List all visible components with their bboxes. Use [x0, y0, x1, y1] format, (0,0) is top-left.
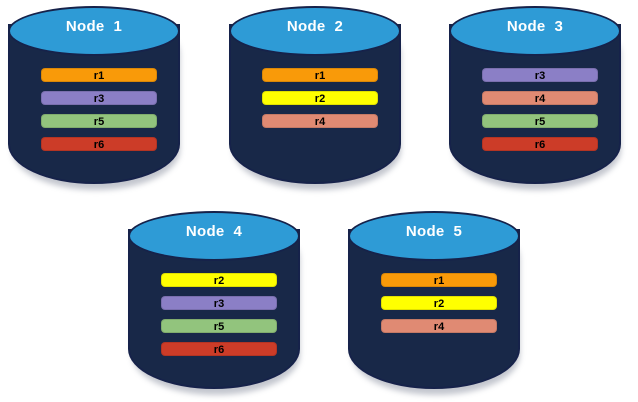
replica-bar-r1[interactable]: r1	[381, 273, 497, 287]
replica-list: r3 r4 r5 r6	[482, 68, 598, 151]
replica-bar-r3[interactable]: r3	[482, 68, 598, 82]
replica-list: r2 r3 r5 r6	[161, 273, 277, 356]
cylinder-top-ellipse	[8, 6, 180, 56]
cylinder-top-ellipse	[348, 211, 520, 261]
replica-bar-r1[interactable]: r1	[41, 68, 157, 82]
database-node-5[interactable]: Node 5 r1 r2 r4	[348, 211, 520, 395]
replica-bar-r4[interactable]: r4	[482, 91, 598, 105]
replica-bar-r6[interactable]: r6	[482, 137, 598, 151]
node-label: Node 3	[506, 18, 564, 35]
database-node-2[interactable]: Node 2 r1 r2 r4	[229, 6, 401, 190]
replica-list: r1 r2 r4	[381, 273, 497, 333]
database-node-3[interactable]: Node 3 r3 r4 r5 r6	[449, 6, 621, 190]
replica-bar-r2[interactable]: r2	[161, 273, 277, 287]
replica-bar-r3[interactable]: r3	[41, 91, 157, 105]
database-node-1[interactable]: Node 1 r1 r3 r5 r6	[8, 6, 180, 190]
cylinder-top-ellipse	[449, 6, 621, 56]
replica-bar-r1[interactable]: r1	[262, 68, 378, 82]
replica-bar-r4[interactable]: r4	[262, 114, 378, 128]
replica-bar-r2[interactable]: r2	[262, 91, 378, 105]
replica-list: r1 r3 r5 r6	[41, 68, 157, 151]
database-node-4[interactable]: Node 4 r2 r3 r5 r6	[128, 211, 300, 395]
cylinder-top-ellipse	[128, 211, 300, 261]
replica-bar-r6[interactable]: r6	[161, 342, 277, 356]
replica-bar-r6[interactable]: r6	[41, 137, 157, 151]
node-label: Node 2	[286, 18, 344, 35]
replica-bar-r3[interactable]: r3	[161, 296, 277, 310]
replica-bar-r4[interactable]: r4	[381, 319, 497, 333]
replica-bar-r2[interactable]: r2	[381, 296, 497, 310]
node-label: Node 1	[65, 18, 123, 35]
replica-bar-r5[interactable]: r5	[41, 114, 157, 128]
replica-list: r1 r2 r4	[262, 68, 378, 128]
node-label: Node 4	[185, 223, 243, 240]
replica-bar-r5[interactable]: r5	[161, 319, 277, 333]
node-label: Node 5	[405, 223, 463, 240]
replica-bar-r5[interactable]: r5	[482, 114, 598, 128]
cylinder-top-ellipse	[229, 6, 401, 56]
